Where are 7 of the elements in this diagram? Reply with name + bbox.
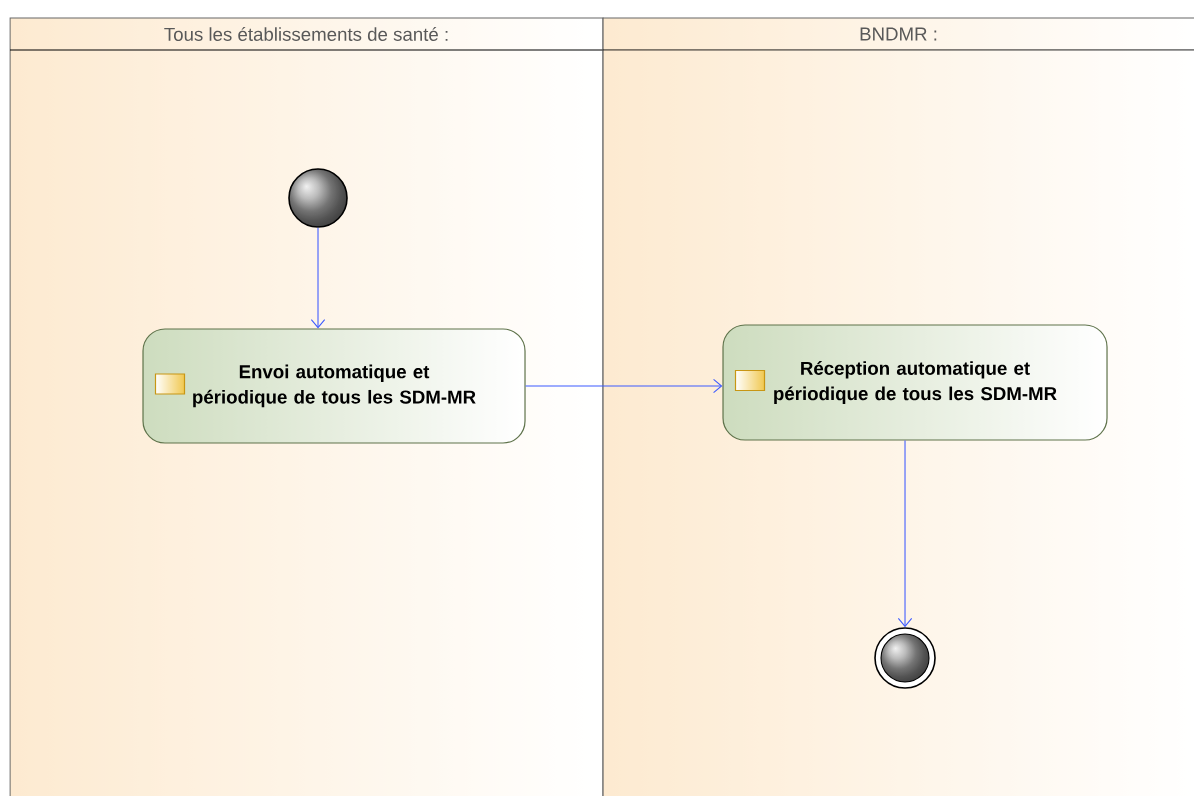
arrow <box>525 378 723 394</box>
action-box: Envoi automatique et périodique de tous les SDM-MR <box>142 328 526 444</box>
arrow <box>897 440 913 628</box>
final-node <box>874 627 936 689</box>
arrow <box>310 227 326 329</box>
initial-node <box>288 168 348 228</box>
action-box: Réception automatique et périodique de tous les SDM-MR <box>722 324 1108 441</box>
